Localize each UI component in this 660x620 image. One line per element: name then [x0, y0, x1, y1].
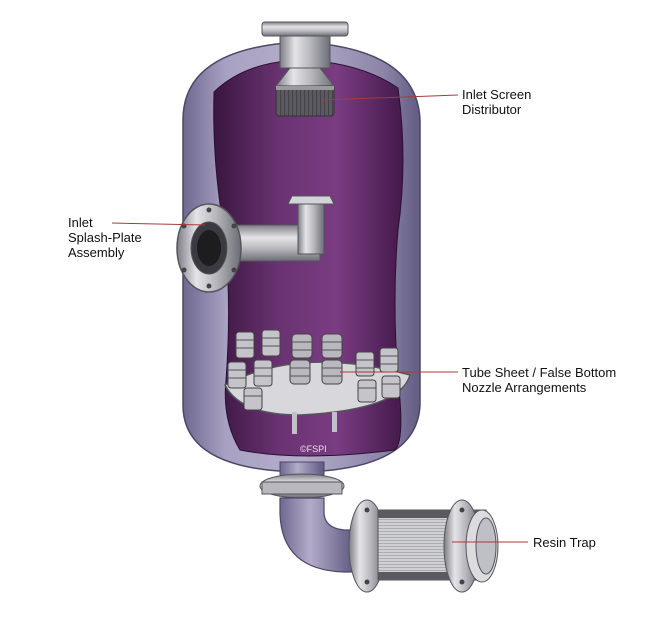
inlet-splash-plate-assembly	[176, 195, 335, 293]
label-tube-sheet: Tube Sheet / False Bottom Nozzle Arrange…	[462, 365, 616, 395]
nozzle	[357, 379, 377, 403]
label-resin-trap: Resin Trap	[533, 535, 596, 550]
label-line: Splash-Plate	[68, 230, 142, 245]
label-line: Resin Trap	[533, 535, 596, 550]
nozzle	[291, 333, 313, 359]
label-line: Inlet	[68, 215, 93, 230]
nozzle	[253, 359, 273, 387]
label-line: Assembly	[68, 245, 125, 260]
nozzle-arrangement	[227, 329, 401, 411]
nozzle	[379, 347, 399, 373]
nozzle	[355, 351, 375, 377]
nozzle	[321, 359, 343, 385]
nozzle	[235, 331, 255, 359]
copyright-mark: ©FSPI	[300, 444, 327, 454]
leader-inlet-splash	[111, 222, 206, 226]
leader-inlet-screen	[321, 94, 459, 101]
nozzle	[261, 329, 281, 357]
nozzle	[227, 361, 247, 389]
leader-lines	[111, 94, 528, 543]
label-line: Nozzle Arrangements	[462, 380, 587, 395]
label-line: Distributor	[462, 102, 522, 117]
inlet-screen-distributor	[274, 67, 336, 117]
nozzle	[321, 333, 343, 359]
label-inlet-splash-plate: Inlet Splash-Plate Assembly	[68, 215, 142, 260]
resin-trap	[348, 499, 499, 593]
label-line: Inlet Screen	[462, 87, 532, 102]
nozzle	[381, 375, 401, 399]
nozzle	[243, 387, 263, 411]
bottom-outlet	[259, 461, 356, 573]
nozzle	[289, 359, 311, 385]
label-inlet-screen-distributor: Inlet Screen Distributor	[462, 87, 531, 117]
label-line: Tube Sheet / False Bottom	[462, 365, 617, 380]
